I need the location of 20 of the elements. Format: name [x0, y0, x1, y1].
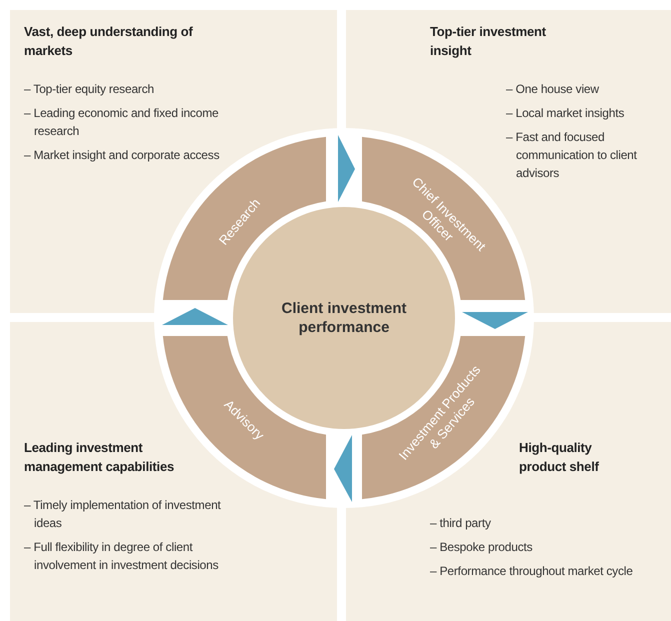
panel-heading: High-quality product shelf: [519, 439, 600, 476]
panel-heading: Vast, deep understanding of markets: [24, 23, 194, 60]
bullet-text: – Market insight and corporate access: [24, 147, 220, 164]
panel-heading: Top-tier investment insight: [430, 23, 547, 60]
center-label: Client investment performance: [280, 299, 408, 337]
panel-heading: Leading investment management capabilities: [24, 439, 176, 476]
bullet-text: – Timely implementation of investment ideas: [24, 497, 222, 532]
bullet-text: – Bespoke products: [430, 539, 534, 556]
bullet-text: – Top-tier equity research: [24, 81, 155, 98]
flow-arrow: [162, 308, 228, 325]
bullet-text: – Local market insights: [506, 105, 626, 122]
bullet-text: – One house view: [506, 81, 600, 98]
bullet-text: – third party: [430, 515, 492, 532]
flow-arrow: [338, 135, 355, 202]
flow-arrow: [462, 312, 528, 329]
bullet-text: – Full flexibility in degree of client involvement in investment decisions: [24, 539, 220, 574]
bullet-text: – Fast and focused communication to client advisors: [506, 129, 638, 182]
bullet-text: – Performance throughout market cycle: [430, 563, 634, 580]
flow-arrow: [334, 435, 352, 502]
bullet-text: – Leading economic and fixed income research: [24, 105, 220, 140]
